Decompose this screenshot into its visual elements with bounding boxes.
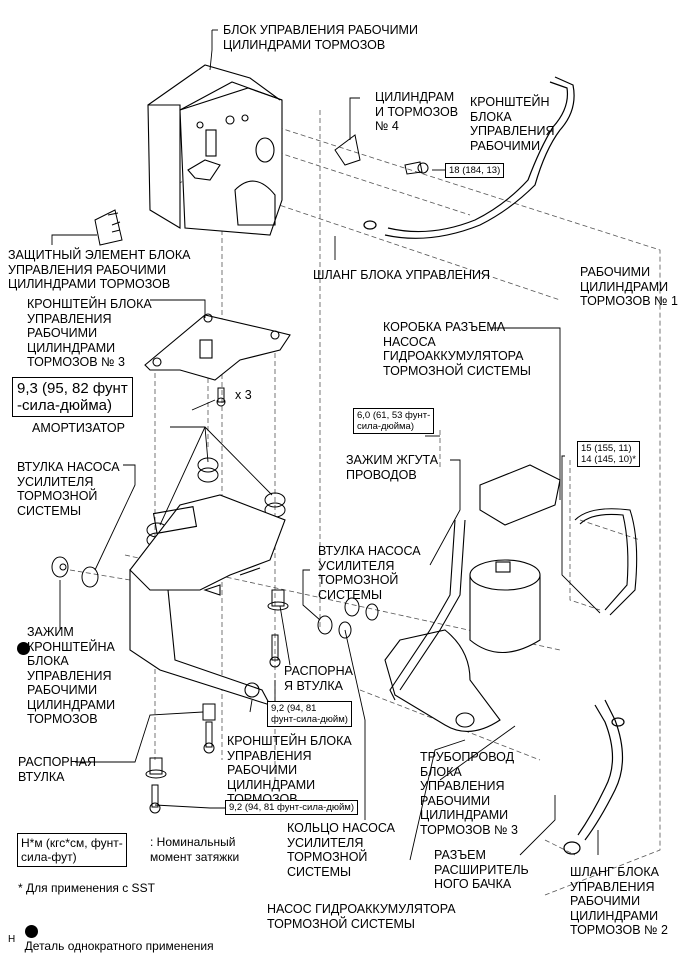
torque-18: 18 (184, 13) (445, 163, 505, 178)
accumulator-pump-part (384, 464, 561, 732)
torque-15: 15 (155, 11) 14 (145, 10)* (577, 441, 640, 467)
bolt-lower-part (202, 703, 216, 754)
pump-bush-left-part (81, 566, 99, 588)
bolt-bottom-part (149, 784, 161, 814)
label-pump-ring: КОЛЬЦО НАСОСА УСИЛИТЕЛЯ ТОРМОЗНОЙ СИСТЕМ… (287, 821, 395, 879)
spacer-mid-part (267, 589, 289, 611)
bolt-mid-part (269, 634, 281, 668)
lower-bracket-part (129, 494, 286, 706)
label-protector: ЗАЩИТНЫЙ ЭЛЕМЕНТ БЛОКА УПРАВЛЕНИЯ РАБОЧИ… (8, 248, 191, 291)
legend-unit-box: Н*м (кгс*см, фунт- сила-фут) (17, 833, 127, 867)
protector-part (94, 209, 123, 246)
legend-single-use-text: Деталь однократного применения (24, 939, 214, 953)
label-bracket-clip-text: ЗАЖИМ КРОНШТЕЙНА БЛОКА УПРАВЛЕНИЯ РАБОЧИ… (27, 625, 116, 726)
label-spacer-left: РАСПОРНАЯ ВТУЛКА (18, 755, 97, 784)
single-use-dot-icon (16, 641, 30, 655)
label-connector-box: КОРОБКА РАЗЪЕМА НАСОСА ГИДРОАККУМУЛЯТОРА… (383, 320, 531, 378)
bracket-4-part (334, 134, 429, 175)
leader-lines (51, 29, 601, 861)
label-bracket-clip (10, 627, 30, 656)
bracket-3-part (144, 313, 291, 381)
label-reservoir-connector: РАЗЪЕМ РАСШИРИТЕЛЬ НОГО БАЧКА (434, 848, 529, 891)
label-spacer-mid: РАСПОРНА Я ВТУЛКА (284, 664, 354, 693)
single-use-dot-icon (24, 924, 38, 938)
label-bracket-3: КРОНШТЕЙН БЛОКА УПРАВЛЕНИЯ РАБОЧИМИ ЦИЛИ… (27, 297, 152, 369)
pump-bush-mid-parts (317, 597, 379, 639)
bolt-x3-part (216, 387, 226, 407)
label-control-block: БЛОК УПРАВЛЕНИЯ РАБОЧИМИ ЦИЛИНДРАМИ ТОРМ… (223, 23, 418, 52)
hose-upper-part (363, 76, 575, 239)
control-block-part (147, 64, 283, 236)
legend-single-use: Деталь однократного применения (18, 910, 214, 954)
torque-9-2-b: 9,2 (94, 81 фунт-сила-дюйм) (225, 800, 358, 815)
legend-unit-description: : Номинальный момент затяжки (150, 835, 240, 864)
label-bracket-4: ЦИЛИНДРАМ И ТОРМОЗОВ № 4 (375, 90, 459, 133)
label-accumulator-pump: НАСОС ГИДРОАККУМУЛЯТОРА ТОРМОЗНОЙ СИСТЕМ… (267, 902, 456, 931)
label-pump-bush-mid: ВТУЛКА НАСОСА УСИЛИТЕЛЯ ТОРМОЗНОЙ СИСТЕМ… (318, 544, 421, 602)
torque-9-2-a: 9,2 (94, 81 фунт-сила-дюйм) (267, 701, 352, 727)
spacer-ring-left-part (51, 556, 69, 578)
label-pipe-3: ТРУБОПРОВОД БЛОКА УПРАВЛЕНИЯ РАБОЧИМИ ЦИ… (420, 750, 518, 837)
spacer-left-part (145, 757, 167, 779)
corner-mark: H (8, 934, 16, 945)
torque-6-0: 6,0 (61, 53 фунт- сила-дюйма) (353, 408, 435, 434)
label-x3: x 3 (235, 388, 252, 402)
label-damper: АМОРТИЗАТОР (32, 421, 125, 435)
label-harness-clamp: ЗАЖИМ ЖГУТА ПРОВОДОВ (346, 453, 439, 482)
pipe-3-part (574, 508, 638, 616)
label-hose-1: РАБОЧИМИ ЦИЛИНДРАМИ ТОРМОЗОВ № 1 (580, 265, 678, 308)
label-bracket-right: КРОНШТЕЙН БЛОКА УПРАВЛЕНИЯ РАБОЧИМИ (470, 95, 555, 153)
label-control-hose: ШЛАНГ БЛОКА УПРАВЛЕНИЯ (313, 268, 491, 282)
hose-lower-part (563, 699, 625, 855)
label-pump-bush-left: ВТУЛКА НАСОСА УСИЛИТЕЛЯ ТОРМОЗНОЙ СИСТЕМ… (17, 460, 120, 518)
label-bracket-lower: КРОНШТЕЙН БЛОКА УПРАВЛЕНИЯ РАБОЧИМИ ЦИЛИ… (227, 734, 352, 806)
label-hose-2: ШЛАНГ БЛОКА УПРАВЛЕНИЯ РАБОЧИМИ ЦИЛИНДРА… (570, 865, 668, 937)
legend-sst-note: * Для применения с SST (18, 881, 155, 895)
torque-9-3: 9,3 (95, 82 фунт -сила-дюйма) (12, 377, 133, 417)
